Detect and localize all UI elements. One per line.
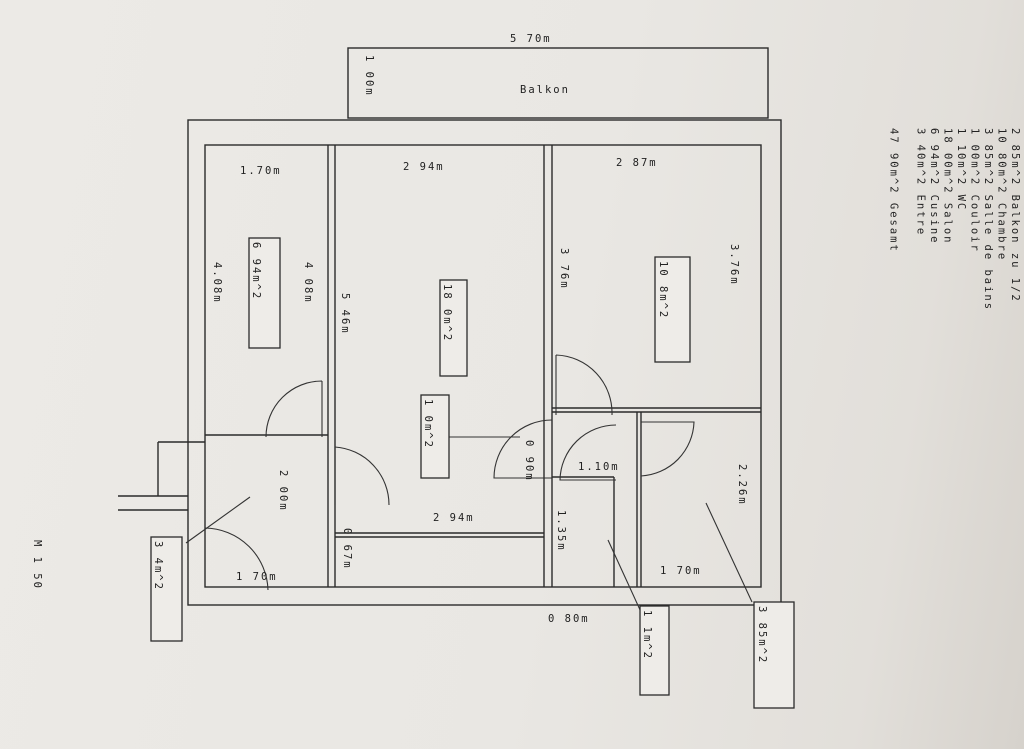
- door-swing-couloir: [493, 419, 553, 479]
- dim-center-width: 2 94m: [403, 161, 445, 173]
- dim-corridor-width: 1.10m: [578, 461, 620, 473]
- dim-left-width: 1.70m: [240, 165, 282, 177]
- area-box-corridor: [420, 394, 450, 479]
- dim-small-height: 0 67m: [341, 528, 353, 570]
- dim-entry-width: 1 70m: [236, 571, 278, 583]
- area-box-wc: [639, 605, 670, 696]
- legend-line: 18 00m^2 Salon: [942, 128, 954, 245]
- leader-wc: [607, 539, 642, 613]
- legend-line: 10 80m^2 Chambre: [996, 128, 1008, 261]
- dim-bottom-right: 1 70m: [660, 565, 702, 577]
- area-box-salon: [439, 279, 468, 377]
- dim-right-h1: 3 76m: [558, 248, 570, 290]
- door-swing-bath: [640, 421, 695, 477]
- dim-left-h1: 4 08m: [302, 262, 314, 304]
- dim-right-h2: 3.76m: [728, 244, 740, 286]
- legend-line: 6 94m^2 Cusine: [928, 128, 940, 245]
- partition-center: [543, 145, 553, 587]
- balcony-label: Balkon: [520, 84, 570, 96]
- area-salon: 18 0m^2: [441, 284, 453, 342]
- dim-left-h2: 4.08m: [211, 262, 223, 304]
- scale-label: M 1 50: [31, 540, 43, 590]
- area-bath: 3 85m^2: [756, 606, 768, 664]
- area-box-bath: [753, 601, 795, 709]
- area-entry: 3 4m^2: [152, 541, 164, 591]
- dim-center-height: 5 46m: [339, 293, 351, 335]
- balcony-outline: [347, 47, 769, 119]
- dim-center-bottom: 2 94m: [433, 512, 475, 524]
- partition-left: [327, 145, 336, 587]
- door-swing-entrance: [204, 527, 269, 591]
- entrance-stub: [118, 495, 188, 511]
- area-box-entry: [150, 536, 183, 642]
- area-box-chambre: [654, 256, 691, 363]
- area-wc: 1 1m^2: [641, 610, 653, 660]
- outer-wall-inner: [204, 144, 762, 588]
- partition-wc: [552, 476, 615, 587]
- legend-line: 1 00m^2 Couloir: [969, 128, 981, 253]
- dim-bottom-total: 0 80m: [548, 613, 590, 625]
- leader-bath: [705, 502, 753, 603]
- leader-entry: [185, 496, 251, 544]
- dim-top-width: 5 70m: [510, 33, 552, 45]
- legend-line: 1 10m^2 WC: [955, 128, 967, 211]
- entrance-notch: [157, 441, 205, 496]
- dim-balcony-depth: 1 00m: [363, 55, 375, 97]
- door-swing-salon: [334, 446, 390, 506]
- area-box-kitchen: [248, 237, 281, 349]
- legend-line: 3 85m^2 Salle de bains: [982, 128, 994, 311]
- area-kitchen: 6 94m^2: [250, 242, 262, 300]
- partition-right: [552, 407, 761, 413]
- dim-entry-height: 2 00m: [277, 470, 289, 512]
- legend-line: 47 90m^2 Gesamt: [888, 128, 900, 253]
- area-chambre: 10 8m^2: [657, 261, 669, 319]
- legend-line: 3 40m^2 Entre: [915, 128, 927, 236]
- partition-bath: [636, 412, 642, 587]
- door-swing-chambre: [555, 354, 613, 416]
- outer-wall-outer: [187, 119, 782, 606]
- area-corridor: 1 0m^2: [422, 399, 434, 449]
- door-swing-kitchen: [265, 380, 323, 438]
- dim-bath-height: 2.26m: [736, 464, 748, 506]
- partition-center-bottom: [335, 532, 544, 538]
- dim-wc-height: 1.35m: [555, 510, 567, 552]
- legend-line: 2 85m^2 Balkon zu 1/2: [1009, 128, 1021, 303]
- dim-door-90: 0 90m: [523, 440, 535, 482]
- dim-right-width: 2 87m: [616, 157, 658, 169]
- door-swing-wc: [559, 424, 617, 481]
